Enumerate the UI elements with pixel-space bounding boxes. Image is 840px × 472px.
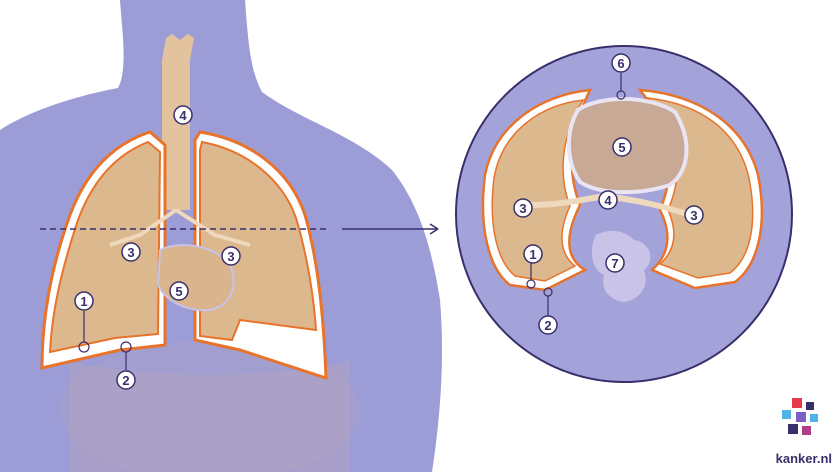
kanker-logo-icon: [782, 398, 818, 435]
svg-text:3: 3: [127, 245, 134, 260]
label-3-torso-right: 3: [222, 247, 240, 265]
svg-text:7: 7: [611, 256, 618, 271]
label-5-torso: 5: [170, 282, 188, 300]
label-1-inset: 1: [524, 245, 542, 263]
label-1-torso: 1: [75, 292, 93, 310]
label-3-inset-left: 3: [514, 199, 532, 217]
svg-text:5: 5: [618, 140, 625, 155]
svg-text:4: 4: [179, 108, 187, 123]
label-2-torso: 2: [117, 371, 135, 389]
cross-section-inset: [456, 46, 792, 382]
svg-text:1: 1: [80, 294, 87, 309]
label-3-inset-right: 3: [685, 206, 703, 224]
svg-text:2: 2: [544, 318, 551, 333]
svg-text:6: 6: [617, 56, 624, 71]
svg-text:3: 3: [519, 201, 526, 216]
label-6-inset: 6: [612, 54, 630, 72]
svg-text:4: 4: [604, 193, 612, 208]
svg-text:3: 3: [227, 249, 234, 264]
svg-text:3: 3: [690, 208, 697, 223]
svg-text:5: 5: [175, 284, 182, 299]
label-5-inset: 5: [613, 138, 631, 156]
label-2-inset: 2: [539, 316, 557, 334]
label-7-inset: 7: [606, 254, 624, 272]
svg-text:2: 2: [122, 373, 129, 388]
kanker-logo-text: kanker.nl: [776, 451, 832, 466]
svg-text:1: 1: [529, 247, 536, 262]
label-4-inset: 4: [599, 191, 617, 209]
label-4-torso: 4: [174, 106, 192, 124]
label-3-torso-left: 3: [122, 243, 140, 261]
